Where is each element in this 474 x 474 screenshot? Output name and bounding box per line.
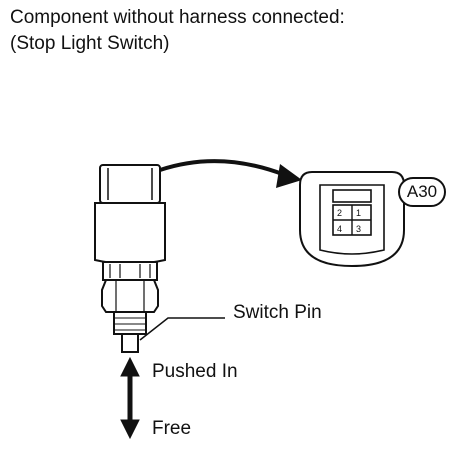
pin-label: 3 [356, 224, 361, 234]
pin-label: 1 [356, 208, 361, 218]
diagram-title: Component without harness connected: [10, 7, 345, 28]
switch-pin-label: Switch Pin [233, 302, 322, 323]
connector-code-badge: A30 [398, 177, 446, 207]
travel-arrow [120, 356, 140, 440]
connector-face [299, 171, 405, 268]
connector-pin-numbers: 2 1 4 3 [337, 208, 361, 234]
pin-label: 4 [337, 224, 342, 234]
stop-light-switch-body [94, 164, 166, 353]
switch-pin-leader [139, 317, 225, 341]
free-label: Free [152, 418, 192, 439]
component-name: (Stop Light Switch) [10, 33, 170, 54]
pin-label: 2 [337, 208, 342, 218]
connector-view-arrow [159, 159, 302, 188]
pushed-in-label: Pushed In [152, 361, 238, 382]
